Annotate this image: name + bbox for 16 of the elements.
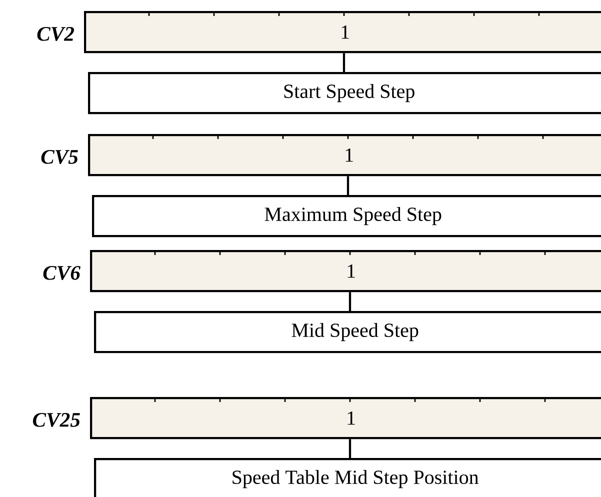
description-box: Maximum Speed Step — [92, 195, 601, 238]
register-box: 1 — [84, 11, 601, 54]
connector-line — [348, 292, 352, 311]
description-box: Mid Speed Step — [94, 311, 601, 354]
connector-line — [342, 53, 346, 72]
register-box: 1 — [90, 397, 601, 440]
register-box: 1 — [88, 134, 601, 176]
register-box: 1 — [90, 250, 601, 292]
register-label: CV2 — [37, 27, 74, 41]
register-label: CV6 — [43, 266, 80, 280]
register-label: CV5 — [41, 150, 78, 164]
description-box: Speed Table Mid Step Position — [94, 458, 601, 497]
connector-line — [348, 439, 352, 458]
description-box: Start Speed Step — [88, 72, 601, 114]
connector-line — [346, 176, 350, 195]
register-label: CV25 — [32, 413, 80, 427]
